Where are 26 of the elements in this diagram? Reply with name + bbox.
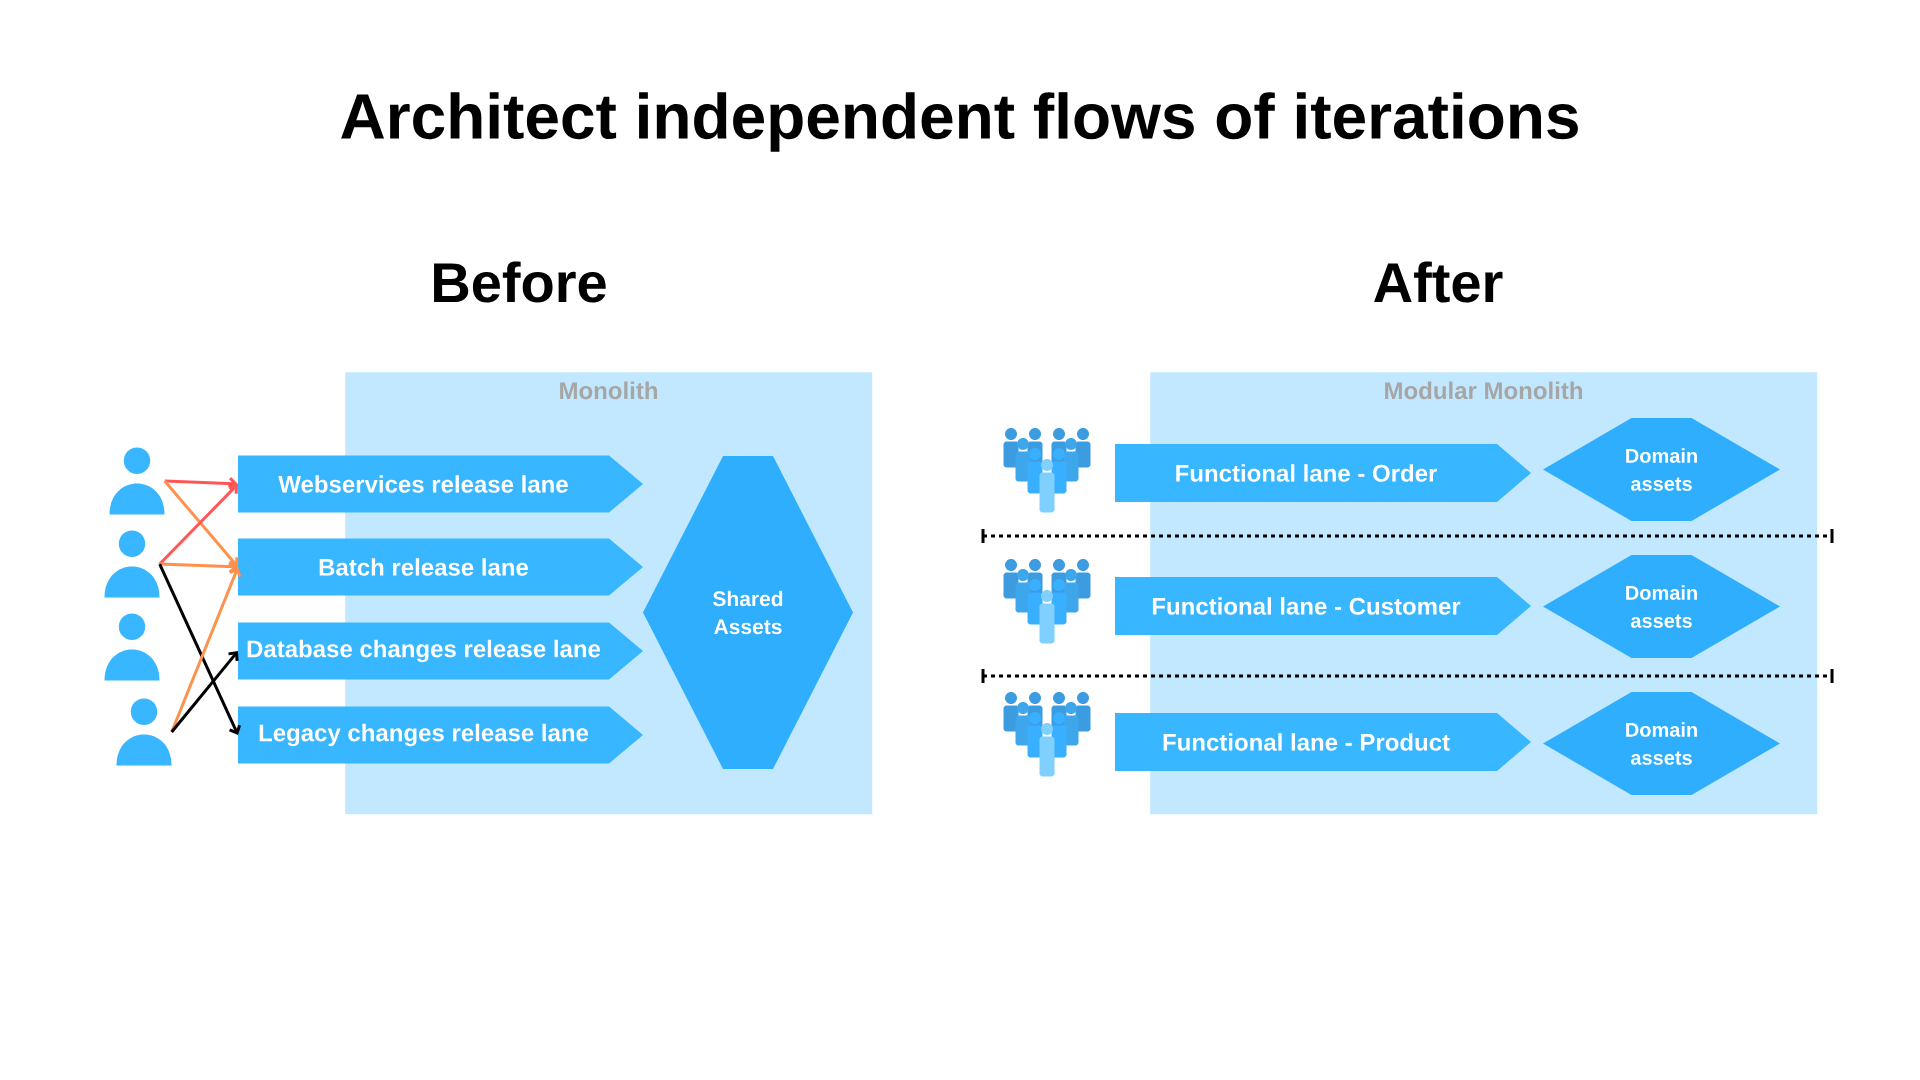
hexagon: Domain assets: [1543, 555, 1780, 658]
title: Architect independent flows of iterations: [341, 92, 1578, 152]
people-group-icon: [1003, 692, 1091, 777]
arrow: [158, 563, 241, 735]
people-group-icon: [1003, 559, 1091, 644]
person-icon: [109, 447, 165, 515]
hexagon: Domain assets: [1543, 418, 1780, 521]
lane-banner: Functional lane - Order: [1115, 444, 1531, 502]
section-heading: After: [1374, 261, 1503, 303]
person-icon: [104, 530, 160, 598]
arrow: [170, 567, 242, 733]
arrow: [164, 477, 238, 491]
lane-banner: Webservices release lane: [238, 455, 643, 513]
arrow: [159, 560, 238, 574]
lane-banner: Functional lane - Customer: [1115, 577, 1531, 635]
arrow: [170, 651, 239, 733]
lane-banner: Batch release lane: [238, 538, 643, 596]
hexagon: Domain assets: [1543, 692, 1780, 795]
person-icon: [116, 698, 172, 766]
lane-banner: Database changes release lane: [238, 622, 643, 680]
person-icon: [104, 613, 160, 681]
section-heading: Before: [434, 261, 606, 303]
hexagon: Shared Assets: [643, 456, 853, 769]
lane-banner: Functional lane - Product: [1115, 713, 1531, 771]
people-group-icon: [1003, 428, 1091, 513]
lane-banner: Legacy changes release lane: [238, 706, 643, 764]
